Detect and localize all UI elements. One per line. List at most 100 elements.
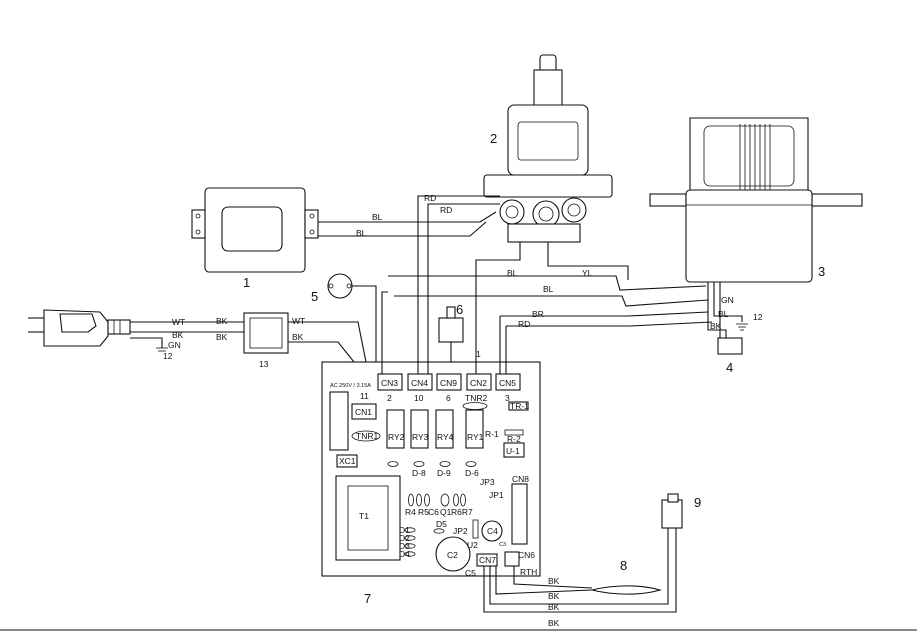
- connector-number: 10: [414, 393, 424, 403]
- motor-component: [649, 117, 863, 283]
- thermostat-component: [327, 273, 353, 299]
- board-label: D4: [399, 549, 410, 559]
- wire-label: BK: [548, 576, 560, 586]
- connector-number: 2: [387, 393, 392, 403]
- board-label: D-9: [437, 468, 451, 478]
- wire-label: WT: [292, 316, 305, 326]
- connector-number: 3: [505, 393, 510, 403]
- connector-cn1: CN1: [355, 407, 372, 417]
- board-label: U-1: [506, 446, 520, 456]
- wire-label: BL: [507, 268, 518, 278]
- board-label: R-2: [507, 434, 521, 444]
- callout-ground-screw: 12: [753, 312, 763, 322]
- wire-label: BK: [710, 321, 722, 331]
- callout-sensor: 8: [620, 558, 627, 573]
- wire-label: WT: [172, 317, 185, 327]
- noise-filter-component: [243, 312, 289, 354]
- control-board: [321, 361, 541, 577]
- board-label: TR-1: [510, 401, 529, 411]
- wire-label: BK: [548, 618, 560, 628]
- callout-motor: 3: [818, 264, 825, 279]
- wire-label: YL: [582, 268, 593, 278]
- wire-label: BK: [216, 332, 228, 342]
- board-label: D3: [399, 541, 410, 551]
- board-label: RY1: [467, 432, 484, 442]
- wire-label: BL: [356, 228, 367, 238]
- board-label: T1: [359, 511, 369, 521]
- board-label: Q1: [440, 507, 452, 517]
- fuse-rating: AC 250V / 3.15A: [330, 383, 371, 389]
- board-label: C3: [499, 542, 506, 548]
- board-label: TNR1: [356, 431, 378, 441]
- board-label: R6R7: [451, 507, 473, 517]
- connector-cn2: CN2: [470, 378, 487, 388]
- board-label: RTH: [520, 567, 537, 577]
- wire-label: BK: [292, 332, 304, 342]
- wire-label: BR: [532, 309, 544, 319]
- callout-ground-terminal: 4: [726, 360, 733, 375]
- callout-board-label: 11: [360, 391, 369, 401]
- board-label: JP1: [489, 490, 504, 500]
- board-label: R-1: [485, 429, 499, 439]
- wire-label: BK: [548, 602, 560, 612]
- wire-label: BL: [372, 212, 383, 222]
- wire-label: RD: [518, 319, 530, 329]
- connector-component: [438, 306, 464, 362]
- connector-cn9: CN9: [440, 378, 457, 388]
- wire-label: BK: [216, 316, 228, 326]
- board-label: R5: [418, 507, 429, 517]
- board-label: C6: [428, 507, 439, 517]
- board-label: JP2: [453, 526, 468, 536]
- connector-cn5: CN5: [499, 378, 516, 388]
- callout-connector: 6: [456, 302, 463, 317]
- board-label: D-6: [465, 468, 479, 478]
- board-label: XC1: [339, 456, 356, 466]
- ground-terminal: [717, 337, 743, 355]
- wire-label: RD: [440, 205, 452, 215]
- board-label: C5: [465, 568, 476, 578]
- wire-label: BL: [543, 284, 554, 294]
- connector-number: 6: [446, 393, 451, 403]
- sensor-probe: [591, 585, 662, 595]
- callout-sensor-plug: 9: [694, 495, 701, 510]
- callout-plug-ground: 12: [163, 351, 173, 361]
- wire-label: BL: [718, 309, 729, 319]
- callout-noise-filter: 13: [259, 359, 269, 369]
- wiring: [130, 195, 748, 613]
- connector-number: 1: [476, 349, 481, 359]
- wire-label: RD: [424, 193, 436, 203]
- connector-cn6: CN6: [518, 550, 535, 560]
- connector-cn3: CN3: [381, 378, 398, 388]
- board-label: D1: [399, 525, 410, 535]
- board-label: JP3: [480, 477, 495, 487]
- board-label: RY2: [388, 432, 405, 442]
- callout-control-board: 7: [364, 591, 371, 606]
- wire-label: BK: [172, 330, 184, 340]
- board-label: RY4: [437, 432, 454, 442]
- switch-component: [483, 54, 613, 243]
- power-plug: [28, 309, 131, 347]
- callout-filter: 1: [243, 275, 250, 290]
- board-label: R4: [405, 507, 416, 517]
- motor-coil: [739, 124, 771, 192]
- board-label: C4: [487, 526, 498, 536]
- callout-switch: 2: [490, 131, 497, 146]
- board-label: D2: [399, 533, 410, 543]
- board-label: D5: [436, 519, 447, 529]
- filter-component: [191, 187, 319, 273]
- wire-label: GN: [721, 295, 734, 305]
- component-row: [387, 461, 477, 557]
- board-label: C2: [447, 550, 458, 560]
- board-label: RY3: [412, 432, 429, 442]
- wire-label: BK: [548, 591, 560, 601]
- connector-cn8: CN8: [512, 474, 529, 484]
- connector-cn7: CN7: [479, 555, 496, 565]
- callout-thermostat: 5: [311, 289, 318, 304]
- board-label: U2: [467, 540, 478, 550]
- sensor-plug: [661, 493, 683, 529]
- wire-label: GN: [168, 340, 181, 350]
- connector-cn4: CN4: [411, 378, 428, 388]
- board-label: D-8: [412, 468, 426, 478]
- board-label: TNR2: [465, 393, 487, 403]
